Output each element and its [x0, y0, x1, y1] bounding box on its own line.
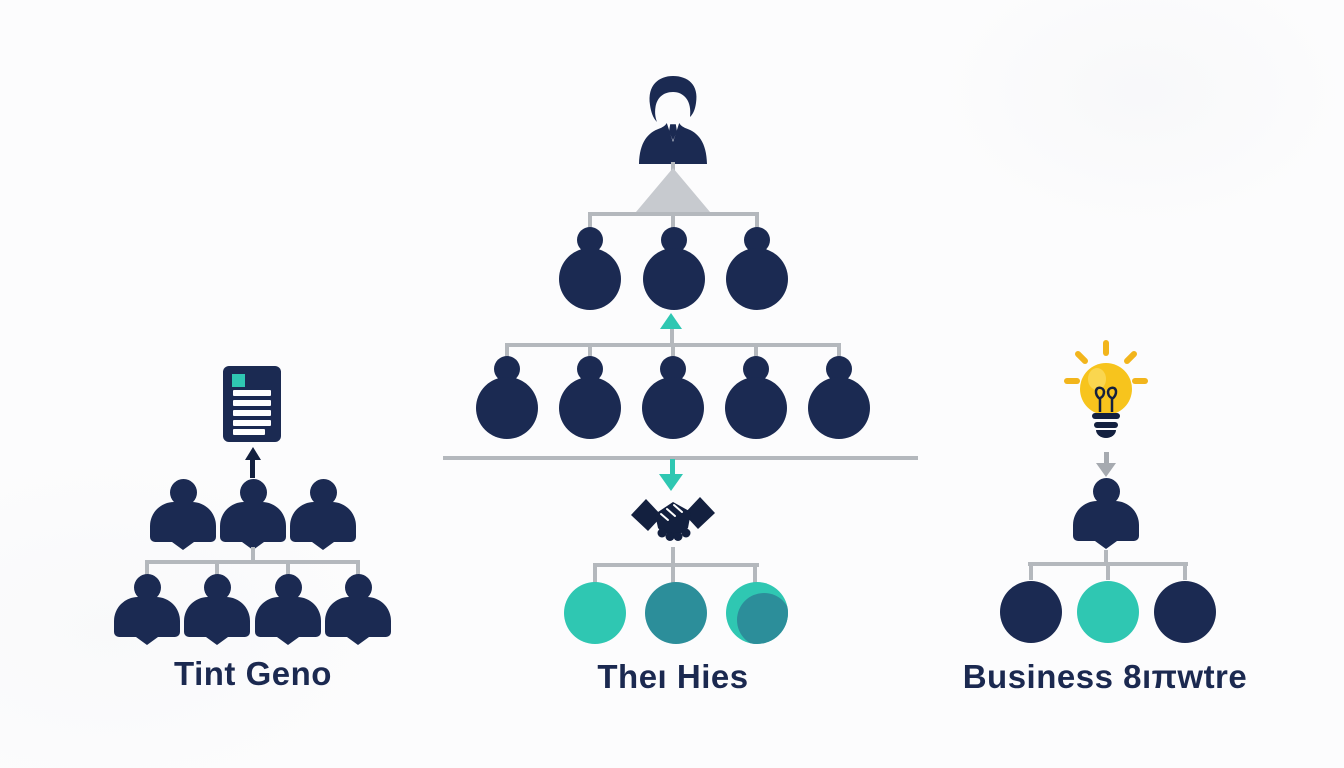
- connector-line: [671, 214, 675, 229]
- connector-line: [671, 547, 675, 564]
- circle-node: [1077, 581, 1139, 643]
- lightbulb-icon: [1064, 340, 1148, 438]
- person-icon: [324, 574, 391, 646]
- document-text-line: [233, 410, 271, 416]
- connector-line: [145, 560, 360, 564]
- arrow-up-stem: [250, 459, 255, 478]
- connector-line: [505, 345, 509, 357]
- connector-line: [145, 562, 149, 575]
- connector-line: [1104, 550, 1108, 564]
- person-icon: [476, 356, 538, 440]
- document-icon: [223, 366, 281, 442]
- circle-node: [564, 582, 626, 644]
- connector-line: [215, 562, 219, 575]
- handshake-icon: [631, 497, 715, 541]
- document-text-line: [233, 429, 265, 435]
- connector-line: [671, 345, 675, 357]
- connector-line: [837, 345, 841, 357]
- section-label-hierarchy: Theı Hies: [597, 658, 749, 695]
- arrow-down-stem: [1104, 452, 1109, 465]
- circle-node-overlay: [737, 593, 788, 644]
- arrow-up-icon: [245, 447, 261, 460]
- business-circle-row: [1000, 581, 1216, 643]
- person-icon: [726, 227, 788, 311]
- document-accent-square: [232, 374, 245, 387]
- section-label-business: Business 8ıπwtre: [962, 658, 1248, 695]
- connector-line: [593, 565, 597, 583]
- triangle-icon: [636, 168, 710, 212]
- connector-line: [1106, 564, 1110, 580]
- person-icon: [254, 574, 321, 646]
- arrow-down-stem: [670, 459, 675, 476]
- business-person: [1073, 478, 1139, 550]
- connector-line: [286, 562, 290, 575]
- document-text-line: [233, 390, 271, 396]
- arrow-up-stem: [670, 329, 674, 344]
- manager-row: [559, 227, 788, 311]
- arrow-down-icon: [1096, 463, 1116, 477]
- person-icon: [808, 356, 870, 440]
- document-text-line: [233, 400, 271, 406]
- hierarchy-circle-row: [564, 582, 788, 644]
- connector-line: [753, 565, 757, 583]
- team-bottom-row: [114, 574, 391, 646]
- connector-line: [671, 565, 675, 583]
- person-icon: [559, 356, 621, 440]
- arrow-up-icon: [660, 313, 682, 329]
- connector-line: [755, 214, 759, 229]
- document-text-line: [233, 420, 271, 426]
- connector-line: [1029, 564, 1033, 580]
- staff-row: [476, 356, 870, 440]
- circle-node: [1000, 581, 1062, 643]
- connector-line: [356, 562, 360, 575]
- arrow-down-icon: [659, 474, 683, 491]
- person-icon: [114, 574, 180, 646]
- person-icon: [150, 479, 216, 551]
- businessman-icon: [639, 76, 707, 164]
- person-icon: [725, 356, 787, 440]
- connector-line: [1183, 564, 1187, 580]
- person-icon: [642, 227, 705, 311]
- connector-line: [588, 345, 592, 357]
- connector-line: [588, 214, 592, 229]
- person-icon: [220, 479, 286, 551]
- person-icon: [642, 356, 704, 440]
- person-icon: [184, 574, 251, 646]
- team-top-row: [150, 479, 356, 551]
- circle-node: [1154, 581, 1216, 643]
- divider-line: [443, 456, 918, 460]
- connector-line: [251, 547, 255, 562]
- connector-line: [593, 563, 759, 567]
- circle-node: [726, 582, 788, 644]
- person-icon: [559, 227, 621, 311]
- circle-node: [645, 582, 707, 644]
- person-icon: [290, 479, 356, 551]
- section-label-team: Tint Geno: [174, 655, 332, 692]
- person-icon: [1073, 478, 1139, 550]
- connector-line: [754, 345, 758, 357]
